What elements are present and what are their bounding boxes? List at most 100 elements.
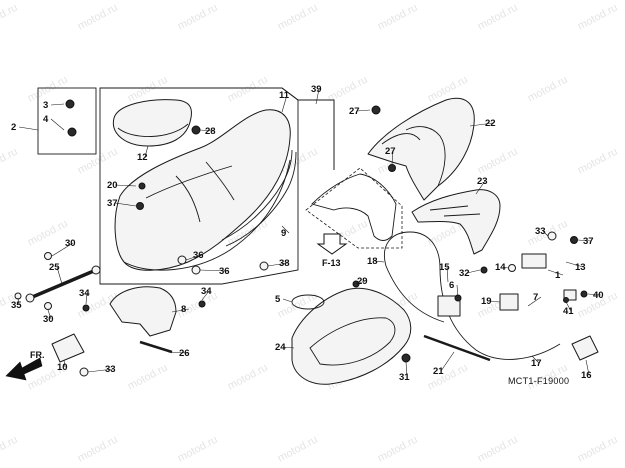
watermark-text: motod.ru: [176, 2, 220, 33]
callout-21: 21: [433, 366, 444, 377]
watermark-text: motod.ru: [476, 146, 520, 177]
leader-line-32: [466, 269, 481, 274]
rear-seat-cushion-edge: [117, 123, 189, 137]
callout-5: 5: [275, 294, 281, 305]
clip-33b: [547, 231, 557, 241]
leader-line-30: [47, 309, 52, 320]
bolt-32: [480, 266, 488, 274]
leader-line-34: [201, 290, 210, 301]
leader-line-16: [585, 359, 590, 376]
hook-3: [65, 99, 75, 109]
leader-line-37: [114, 202, 137, 207]
callout-18: 18: [367, 256, 378, 267]
watermark-text: motod.ru: [576, 146, 620, 177]
bolt-27b: [388, 164, 396, 172]
leader-line-6: [456, 284, 459, 299]
leader-line-4: [50, 118, 65, 131]
seat-latch: [437, 295, 461, 317]
callout-40: 40: [593, 290, 604, 301]
leader-line-23: [475, 180, 486, 195]
callout-20: 20: [107, 180, 118, 191]
front-direction-arrow: [5, 357, 43, 381]
callout-37: 37: [107, 198, 118, 209]
callout-22: 22: [485, 118, 496, 129]
callout-6: 6: [449, 280, 454, 291]
callout-3: 3: [43, 100, 48, 111]
grommet-38: [259, 261, 269, 271]
rear-cowl: [367, 97, 475, 201]
leader-line-38: [267, 262, 288, 267]
leader-line-15: [446, 266, 449, 283]
collar-30b: [44, 302, 52, 310]
watermark-text: motod.ru: [0, 434, 20, 465]
leader-line-30: [51, 242, 74, 257]
callout-36: 36: [193, 250, 204, 261]
callout-29: 29: [357, 276, 368, 287]
main-seat: [114, 109, 291, 271]
leader-line-3: [50, 103, 65, 106]
reference-arrow: [316, 233, 348, 255]
hook-bracket: [563, 289, 577, 301]
seat-lock-cylinder: [571, 335, 599, 361]
leader-line-27: [356, 109, 371, 112]
callout-23: 23: [477, 176, 488, 187]
leader-line-36: [199, 269, 228, 272]
callout-35: 35: [11, 300, 22, 311]
bolt-27a: [371, 105, 381, 115]
seat-lock-cable: [384, 231, 561, 360]
watermark-text: motod.ru: [526, 218, 570, 249]
callout-41: 41: [563, 306, 574, 317]
watermark-text: motod.ru: [176, 434, 220, 465]
callout-25: 25: [49, 262, 60, 273]
watermark-text: motod.ru: [76, 2, 120, 33]
rear-seat-cushion: [112, 99, 192, 147]
rear-cover-frame: [298, 99, 335, 170]
long-bolt: [139, 340, 173, 354]
callout-11: 11: [279, 90, 290, 101]
watermark-text: motod.ru: [126, 362, 170, 393]
watermark-text: motod.ru: [226, 74, 270, 105]
leader-line-12: [144, 145, 149, 158]
callout-36: 36: [219, 266, 230, 277]
screw-41: [563, 297, 569, 303]
watermark-text: motod.ru: [576, 434, 620, 465]
watermark-text: motod.ru: [26, 218, 70, 249]
callout-28: 28: [205, 126, 216, 137]
seat-damper-rod: [29, 268, 97, 300]
leader-line-18: [374, 260, 385, 263]
seat-hinge-bracket: [109, 286, 177, 337]
leader-line-29: [355, 280, 366, 285]
callout-15: 15: [439, 262, 450, 273]
leader-line-34: [85, 292, 88, 305]
watermark-text: motod.ru: [76, 434, 120, 465]
bracket-frame-small: [37, 87, 97, 155]
hinge-plate: [51, 333, 85, 363]
leader-line-7: [527, 296, 542, 307]
watermark-text: motod.ru: [476, 434, 520, 465]
rear-carrier-rib: [429, 205, 469, 211]
bolt-37b: [570, 236, 578, 244]
dashed-bracket-frame: [305, 167, 403, 249]
leader-line-14: [502, 266, 509, 269]
leader-line-31: [405, 361, 408, 378]
callout-32: 32: [459, 268, 470, 279]
bolt-37a: [136, 202, 144, 210]
callout-24: 24: [275, 342, 286, 353]
callout-12: 12: [137, 152, 148, 163]
watermark-text: motod.ru: [476, 2, 520, 33]
callout-labels: 1234567891011121314151617181920212223242…: [11, 84, 604, 383]
watermark-text: motod.ru: [576, 2, 620, 33]
callout-30: 30: [65, 238, 76, 249]
diagram-code: MCT1-F19000: [508, 376, 569, 386]
bolt-31: [401, 353, 411, 363]
damper-end: [25, 293, 35, 303]
callout-39: 39: [311, 84, 322, 95]
seat-lock-cable-b: [385, 265, 445, 323]
bolt-20: [138, 182, 146, 190]
latch-bracket: [499, 293, 519, 311]
leader-line-5: [282, 298, 293, 303]
leader-line-41: [565, 301, 572, 312]
leader-line-33: [542, 230, 549, 237]
rear-carrier: [411, 189, 501, 255]
